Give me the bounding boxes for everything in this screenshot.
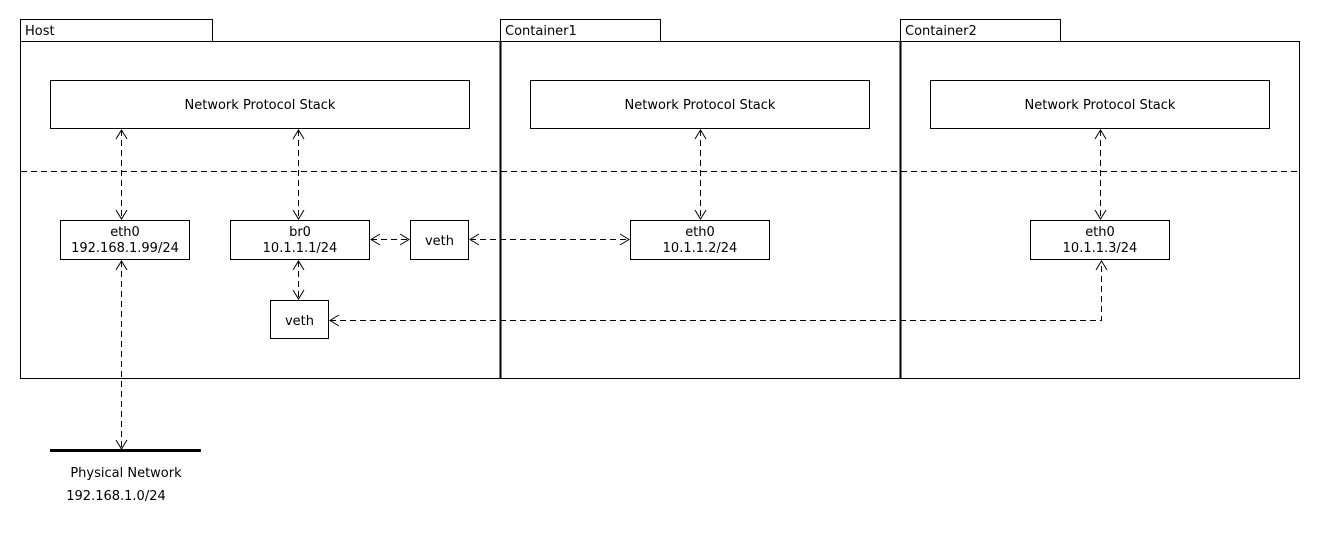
br0-box: br0 10.1.1.1/24 <box>230 220 370 260</box>
arrowhead-icon <box>694 129 707 140</box>
container1-protocol-stack: Network Protocol Stack <box>530 80 870 129</box>
host-protocol-stack-label: Network Protocol Stack <box>185 98 336 113</box>
container1-frame: Container1 <box>500 19 901 379</box>
arrowhead-icon <box>370 233 381 246</box>
container2-protocol-stack-label: Network Protocol Stack <box>1025 98 1176 113</box>
arrowhead-icon <box>115 129 128 140</box>
arrowhead-icon <box>1095 260 1108 271</box>
veth-container2-connector <box>329 260 1108 327</box>
br0-name: br0 <box>289 225 311 240</box>
veth-bottom-box: veth <box>270 300 329 339</box>
arrowhead-icon <box>292 129 305 140</box>
br0-ip: 10.1.1.1/24 <box>263 241 338 256</box>
host-frame-tab <box>20 19 213 42</box>
eth0-physical-connector <box>115 260 128 450</box>
container1-frame-title: Container1 <box>505 24 577 39</box>
arrowhead-icon <box>115 209 128 220</box>
container1-eth0-name: eth0 <box>685 225 715 240</box>
container2-eth0-ip: 10.1.1.3/24 <box>1063 241 1138 256</box>
veth-bottom-label: veth <box>285 314 314 329</box>
veth-right-label: veth <box>425 234 454 249</box>
arrowhead-icon <box>469 233 480 246</box>
arrowhead-icon <box>329 314 340 327</box>
arrowhead-icon <box>292 260 305 271</box>
container2-frame: Container2 <box>900 19 1300 379</box>
container1-eth0-box: eth0 10.1.1.2/24 <box>630 220 770 260</box>
host-stack-br0-connector <box>292 129 305 220</box>
veth-container1-connector <box>469 233 630 246</box>
physical-network-subnet: 192.168.1.0/24 <box>66 489 166 504</box>
host-frame: Host <box>20 19 501 379</box>
br0-veth-right-connector <box>370 233 410 246</box>
arrowhead-icon <box>292 209 305 220</box>
arrowhead-icon <box>115 260 128 271</box>
arrowhead-icon <box>292 289 305 300</box>
host-frame-title: Host <box>25 24 55 39</box>
host-eth0-box: eth0 192.168.1.99/24 <box>60 220 190 260</box>
container1-protocol-stack-label: Network Protocol Stack <box>625 98 776 113</box>
container2-eth0-box: eth0 10.1.1.3/24 <box>1030 220 1170 260</box>
container1-frame-tab <box>500 19 661 42</box>
container2-protocol-stack: Network Protocol Stack <box>930 80 1270 129</box>
container1-eth0-ip: 10.1.1.2/24 <box>663 241 738 256</box>
container2-frame-title: Container2 <box>905 24 977 39</box>
host-protocol-stack: Network Protocol Stack <box>50 80 470 129</box>
host-eth0-ip: 192.168.1.99/24 <box>71 241 179 256</box>
arrowhead-icon <box>619 233 630 246</box>
host-eth0-name: eth0 <box>110 225 140 240</box>
container2-eth0-name: eth0 <box>1085 225 1115 240</box>
arrowhead-icon <box>1094 209 1107 220</box>
physical-network-name: Physical Network <box>70 466 182 481</box>
container2-stack-eth0-connector <box>1094 129 1107 220</box>
arrowhead-icon <box>1094 129 1107 140</box>
br0-veth-bottom-connector <box>292 260 305 300</box>
veth-right-box: veth <box>410 220 469 260</box>
host-stack-eth0-connector <box>115 129 128 220</box>
physical-network: Physical Network 192.168.1.0/24 <box>50 449 201 504</box>
container1-stack-eth0-connector <box>694 129 707 220</box>
container2-frame-tab <box>900 19 1061 42</box>
arrowhead-icon <box>694 209 707 220</box>
arrowhead-icon <box>399 233 410 246</box>
